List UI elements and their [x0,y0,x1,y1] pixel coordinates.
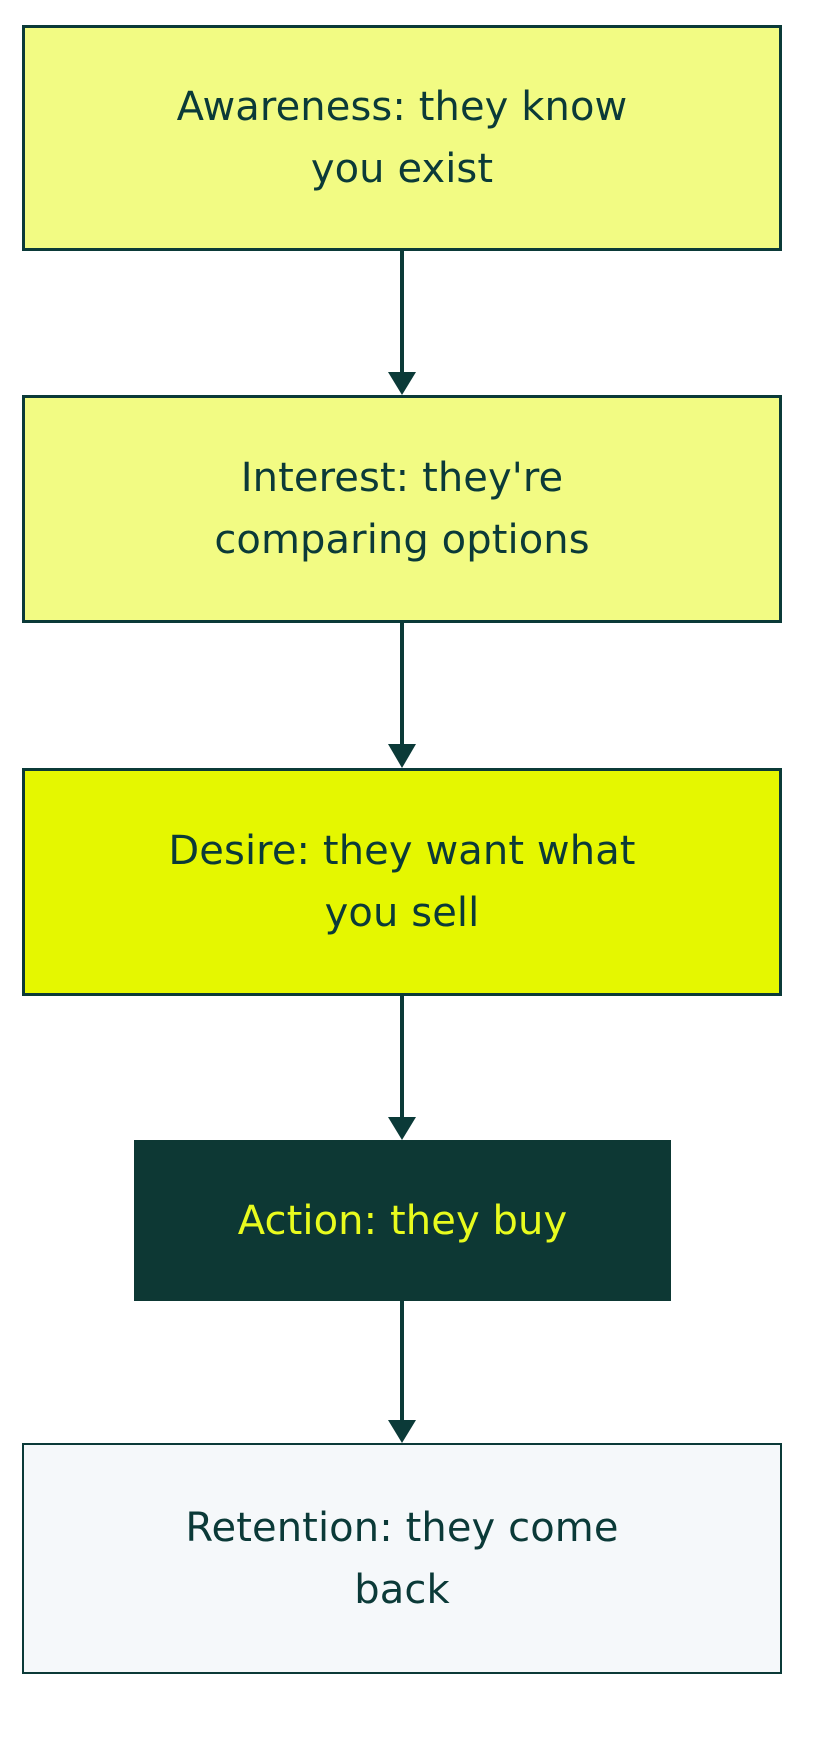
edge-awareness-to-interest [388,251,416,395]
node-action[interactable]: Action: they buy [134,1140,671,1301]
node-interest[interactable]: Interest: they're comparing options [22,395,782,623]
edge-interest-to-desire [388,623,416,768]
node-desire[interactable]: Desire: they want what you sell [22,768,782,996]
node-retention-label: Retention: they come back [185,1504,619,1613]
node-retention[interactable]: Retention: they come back [22,1443,782,1674]
edge-action-to-retention [388,1301,416,1443]
edge-desire-to-action [388,996,416,1140]
node-awareness[interactable]: Awareness: they know you exist [22,25,782,251]
node-action-label: Action: they buy [237,1197,568,1244]
node-interest-label: Interest: they're comparing options [214,455,590,563]
node-awareness-label: Awareness: they know you exist [176,84,628,192]
node-desire-label: Desire: they want what you sell [168,828,636,936]
